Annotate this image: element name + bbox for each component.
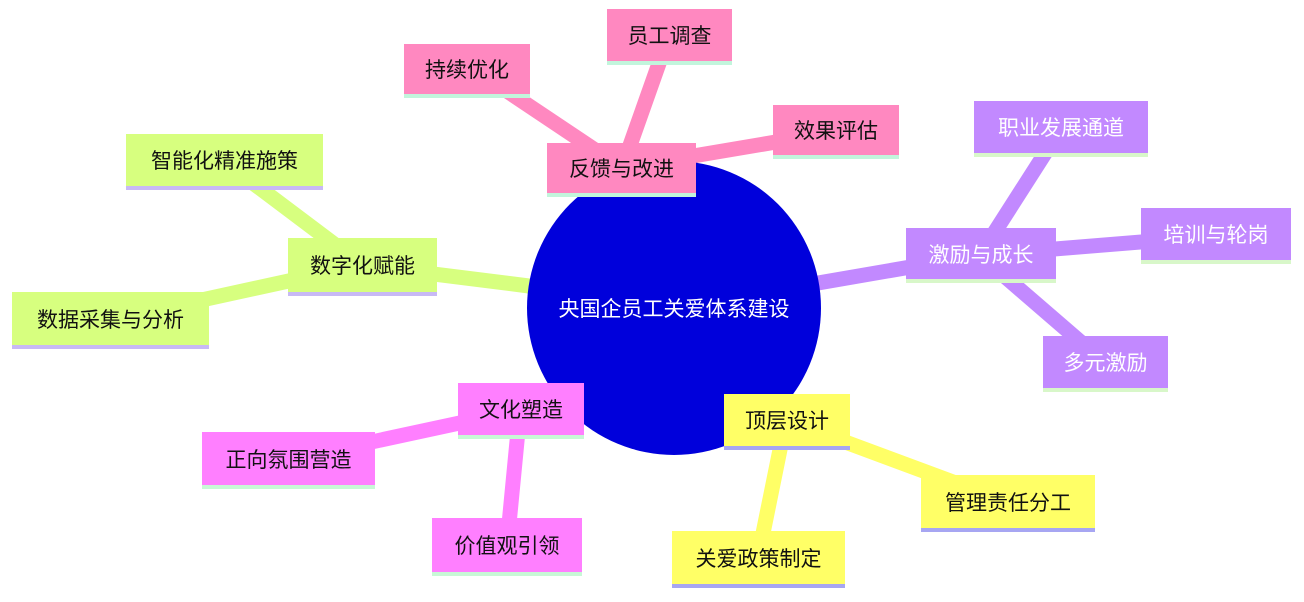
node-top-design-label: 顶层设计 [745,409,829,433]
node-effect-evaluation: 效果评估 [773,105,899,159]
node-values-guidance-label: 价值观引领 [454,534,560,558]
node-effect-evaluation-label: 效果评估 [794,119,878,143]
node-diverse-incentive: 多元激励 [1043,336,1168,392]
root-label: 央国企员工关爱体系建设 [558,297,790,321]
node-feedback-label: 反馈与改进 [569,157,674,181]
node-positive-atmosphere-label: 正向氛围营造 [225,447,352,472]
node-feedback: 反馈与改进 [547,143,696,197]
node-incentive-label: 激励与成长 [928,242,1034,267]
node-care-policy: 关爱政策制定 [672,531,845,588]
node-top-design: 顶层设计 [724,394,850,450]
node-smart-policy-label: 智能化精准施策 [151,149,298,173]
node-values-guidance: 价值观引领 [432,518,582,576]
node-care-policy-label: 关爱政策制定 [695,546,822,571]
node-employee-survey-label: 员工调查 [627,24,712,48]
node-data-collection: 数据采集与分析 [12,292,209,349]
node-training-rotation: 培训与轮岗 [1141,208,1291,264]
node-incentive: 激励与成长 [906,228,1056,283]
node-digital: 数字化赋能 [288,238,437,296]
node-continuous-optimization: 持续优化 [404,44,530,98]
node-diverse-incentive-label: 多元激励 [1063,351,1148,375]
node-continuous-optimization-label: 持续优化 [425,58,509,82]
node-data-collection-label: 数据采集与分析 [37,307,184,332]
node-smart-policy: 智能化精准施策 [126,134,323,190]
node-employee-survey: 员工调查 [607,9,732,65]
node-culture-label: 文化塑造 [479,398,563,422]
node-career-path-label: 职业发展通道 [998,116,1124,140]
node-culture: 文化塑造 [458,383,584,439]
node-digital-label: 数字化赋能 [310,254,415,278]
node-management-responsibility: 管理责任分工 [921,475,1095,532]
node-positive-atmosphere: 正向氛围营造 [202,432,375,489]
node-management-responsibility-label: 管理责任分工 [945,490,1071,515]
node-career-path: 职业发展通道 [974,101,1148,157]
node-training-rotation-label: 培训与轮岗 [1163,223,1269,247]
